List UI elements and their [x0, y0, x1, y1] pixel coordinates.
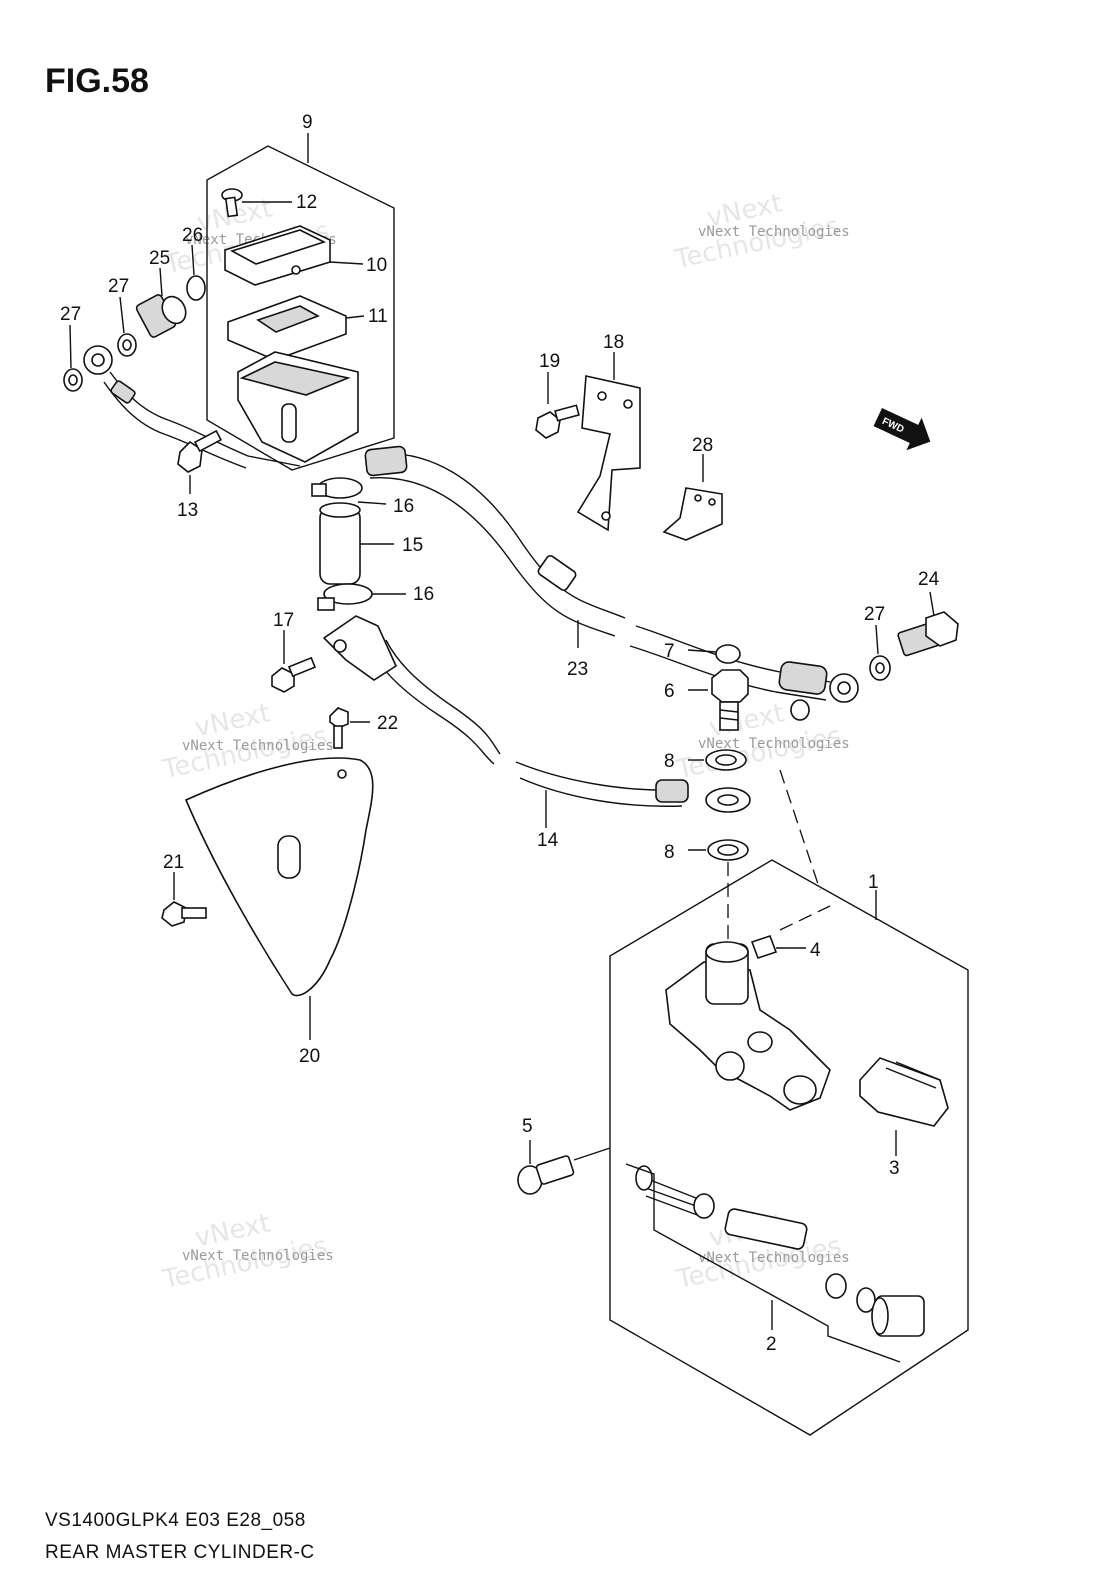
callout-6: 6 [664, 681, 675, 702]
bracket-group [535, 352, 723, 541]
reservoir-body-icon [237, 351, 359, 463]
master-cylinder-body-icon [665, 941, 831, 1111]
callout-12: 12 [296, 192, 317, 213]
model-code: VS1400GLPK4 E03 E28_058 [45, 1510, 306, 1531]
callout-25: 25 [149, 248, 170, 269]
cap-icon [687, 644, 741, 664]
o-ring-icon [790, 699, 810, 721]
callout-27a: 27 [108, 276, 129, 297]
seal-washer-icon [688, 749, 747, 771]
callout-22: 22 [377, 713, 398, 734]
callout-4: 4 [810, 940, 821, 961]
callout-10: 10 [366, 255, 387, 276]
callout-8b: 8 [664, 842, 675, 863]
reservoir-group [63, 133, 395, 494]
hose-connector-icon [688, 669, 749, 731]
clamp-icon [317, 583, 406, 611]
watermark-company: vNext Technologies [698, 224, 850, 240]
short-hose-icon [319, 502, 394, 585]
reservoir-hose-icon [83, 345, 301, 469]
watermark-company: vNext Technologies [182, 1248, 334, 1264]
callout-1: 1 [868, 872, 879, 893]
reservoir-hose-23 [364, 445, 626, 648]
callout-18: 18 [603, 332, 624, 353]
callout-16a: 16 [393, 496, 414, 517]
callout-15: 15 [402, 535, 423, 556]
socket-bolt-icon [517, 1140, 611, 1195]
clip-icon [750, 934, 806, 960]
dust-boot-icon [859, 1057, 949, 1156]
master-cylinder-group [517, 769, 969, 1436]
callout-14: 14 [537, 830, 559, 851]
fwd-arrow-icon: FWD [873, 408, 931, 451]
bolt-icon [271, 630, 317, 693]
watermark-bottom-right: vNext Technologies [673, 1208, 844, 1295]
bolt-icon [161, 872, 207, 927]
callout-20: 20 [299, 1046, 320, 1067]
watermark-company: vNext Technologies [698, 1250, 850, 1266]
piston-kit-icon [625, 1163, 925, 1363]
group-frame-1 [609, 859, 969, 1436]
mount-bracket-icon [576, 352, 641, 532]
callout-5: 5 [522, 1116, 533, 1137]
side-cover-icon [184, 757, 374, 1040]
callout-27b: 27 [60, 304, 81, 325]
washer-icon [117, 296, 137, 357]
watermark-company: vNext Technologies [698, 736, 850, 752]
callout-2: 2 [766, 1334, 777, 1355]
hose-clamp-stack [311, 477, 406, 611]
callout-labels: 1 2 3 4 5 6 7 8 8 9 10 11 12 13 14 15 16… [60, 112, 940, 1355]
callout-9: 9 [302, 112, 313, 133]
callout-19: 19 [539, 351, 560, 372]
figure-title: FIG.58 [45, 62, 149, 100]
grommet-icon [186, 244, 206, 301]
callout-17: 17 [273, 610, 294, 631]
brake-hose-7 [629, 625, 859, 703]
callout-8a: 8 [664, 751, 675, 772]
connector-stack [688, 669, 810, 861]
callout-3: 3 [889, 1158, 900, 1179]
group-frame-9 [206, 145, 395, 471]
bolt-icon [329, 707, 370, 749]
seal-washer-icon [688, 839, 749, 861]
brake-hose-14 [322, 615, 751, 828]
callout-24: 24 [918, 569, 940, 590]
callout-21: 21 [163, 852, 184, 873]
callout-11: 11 [368, 306, 388, 327]
callout-27c: 27 [864, 604, 885, 625]
screw-icon [221, 188, 292, 218]
union-bolt-icon [897, 591, 959, 657]
callout-7: 7 [664, 641, 675, 662]
washer-icon [869, 624, 891, 681]
union-bolt-icon [135, 267, 187, 338]
washer-icon [63, 324, 83, 392]
small-bracket-icon [662, 454, 723, 541]
watermark-company: vNext Technologies [182, 738, 334, 754]
watermark-bottom-left: vNext Technologies [159, 1208, 330, 1295]
section-name: REAR MASTER CYLINDER-C [45, 1542, 315, 1563]
callout-23: 23 [567, 659, 588, 680]
clamp-icon [311, 477, 387, 505]
callout-26: 26 [182, 225, 203, 246]
callout-13: 13 [177, 500, 198, 521]
diaphragm-icon [227, 295, 365, 361]
union-bolt-right [869, 591, 959, 681]
callout-28: 28 [692, 435, 713, 456]
bolt-icon [535, 372, 580, 439]
reservoir-cap-icon [224, 225, 364, 286]
bolt-icon [177, 429, 223, 494]
callout-16b: 16 [413, 584, 434, 605]
